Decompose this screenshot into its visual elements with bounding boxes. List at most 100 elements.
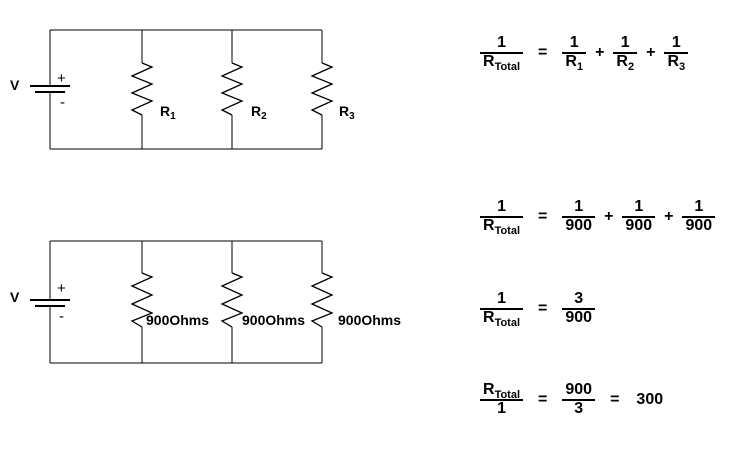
symbol-text: R (483, 381, 495, 398)
resistor-symbol-r1 (130, 62, 154, 116)
battery-symbol (30, 85, 70, 93)
plus-sign: + (604, 208, 614, 225)
denominator: RTotal (480, 310, 523, 331)
symbol-text: 1 (620, 34, 630, 51)
numerator: 1 (562, 195, 595, 216)
resistor-symbol-2 (220, 272, 244, 328)
symbol-text: 1 (634, 198, 644, 215)
battery-minus-label: - (60, 94, 65, 111)
symbol-text: 1 (497, 290, 506, 307)
equals-sign: = (538, 208, 548, 225)
voltage-source-label: V (10, 289, 20, 305)
resistor-label-subscript: 2 (261, 111, 267, 122)
symbol-text: R (483, 53, 495, 70)
numerator: 1 (613, 31, 637, 52)
circuit-wires (49, 29, 323, 150)
fraction-bar (480, 308, 524, 310)
resistor-label-base: R (251, 103, 261, 119)
symbol-text: 1 (497, 34, 506, 51)
fraction-bar (562, 308, 596, 310)
numerator: 1 (682, 195, 715, 216)
result-value: 300 (636, 391, 664, 408)
symbol-text: 900 (565, 381, 593, 398)
fraction-bar (664, 52, 689, 54)
denominator: 900 (562, 310, 595, 326)
battery-plus-label: + (57, 70, 66, 87)
voltage-source-label: V (10, 77, 20, 93)
fraction-bar (562, 52, 587, 54)
denominator: 900 (562, 218, 595, 234)
symbol-text: R (565, 53, 577, 70)
symbol-text: 900 (685, 217, 713, 234)
denominator: RTotal (480, 218, 523, 239)
symbol-text: R (616, 53, 628, 70)
symbol-text: 1 (694, 198, 704, 215)
resistor-label-base: R (160, 103, 170, 119)
equals-sign: = (610, 391, 620, 408)
subscript-text: Total (494, 389, 521, 401)
subscript-text: 3 (679, 61, 686, 73)
circuit-diagram-general: V + - R1 R2 R3 (10, 29, 355, 150)
resistor-label-base: R (339, 103, 349, 119)
symbol-text: R (483, 217, 495, 234)
resistor-value-label-3: 900Ohms (338, 312, 401, 328)
resistor-label-r2: R2 (251, 103, 267, 122)
resistor-label-r3: R3 (339, 103, 355, 122)
symbol-text: 3 (574, 290, 584, 307)
numerator: 1 (562, 31, 586, 52)
numerator: 900 (562, 378, 595, 399)
battery-minus-label: - (59, 308, 64, 325)
resistor-label-r1: R1 (160, 103, 176, 122)
subscript-text: 1 (576, 61, 584, 73)
numerator: 1 (480, 287, 523, 308)
plus-sign: + (664, 208, 674, 225)
resistor-value-label-2: 900Ohms (242, 312, 305, 328)
symbol-text: 900 (625, 217, 653, 234)
fraction-bar (613, 52, 638, 54)
symbol-text: 900 (565, 217, 593, 234)
symbol-text: 1 (497, 198, 506, 215)
subscript-text: Total (494, 225, 521, 237)
resistor-symbol-1 (130, 272, 154, 328)
plus-sign: + (646, 44, 656, 61)
fraction-bar (480, 216, 524, 218)
resistor-symbol-3 (310, 272, 334, 328)
denominator: 900 (682, 218, 715, 234)
equals-sign: = (538, 300, 548, 317)
symbol-text: 1 (671, 34, 681, 51)
fraction-bar (562, 399, 596, 401)
denominator: 3 (562, 401, 595, 417)
fraction-bar (682, 216, 716, 218)
resistor-label-subscript: 3 (349, 111, 355, 122)
symbol-text: 900 (565, 309, 593, 326)
circuit-diagram-900-ohms: V + - 900Ohms 900Ohms 900Ohms (10, 240, 401, 364)
numerator: 1 (622, 195, 655, 216)
circuit-wires (49, 240, 323, 364)
symbol-text: 1 (497, 400, 506, 417)
fraction-bar (562, 216, 596, 218)
resistor-symbol-r3 (310, 62, 334, 116)
subscript-text: 2 (627, 61, 635, 73)
numerator: 1 (480, 31, 523, 52)
subscript-text: Total (494, 317, 521, 329)
denominator: 1 (480, 401, 523, 417)
symbol-text: 1 (574, 198, 584, 215)
equals-sign: = (538, 391, 548, 408)
battery-symbol (30, 299, 70, 307)
numerator: 1 (480, 195, 523, 216)
denominator: R1 (562, 54, 586, 75)
denominator: R3 (664, 54, 688, 75)
